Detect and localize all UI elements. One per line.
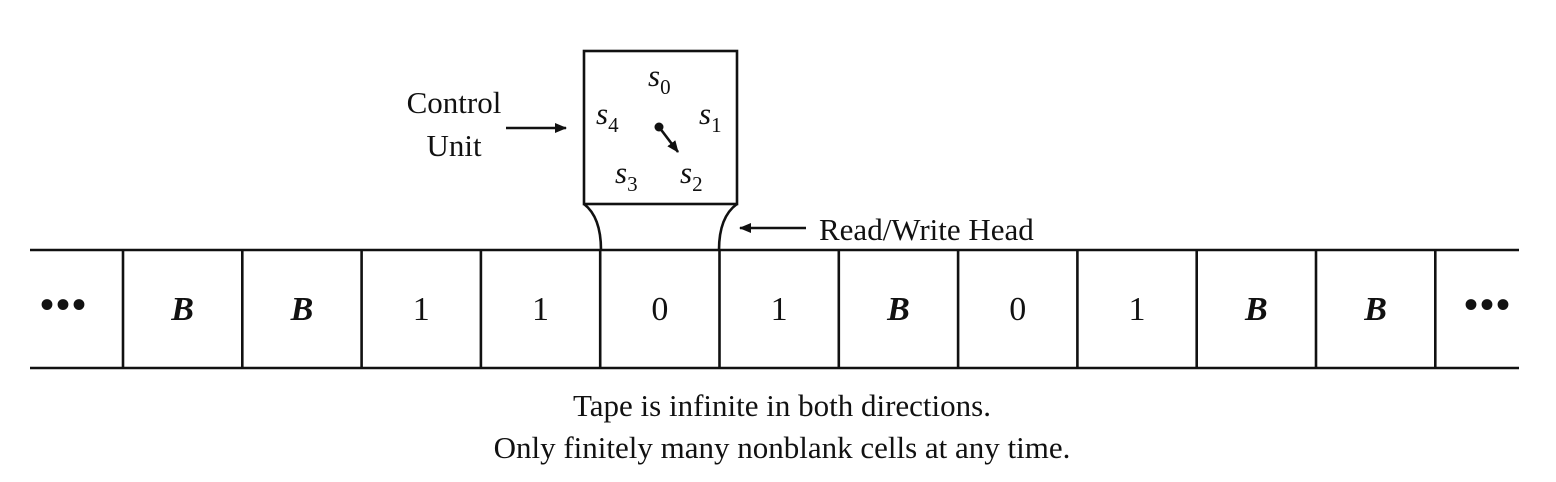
tape-cell: 1: [1129, 291, 1146, 328]
tape-cell: 1: [413, 291, 430, 328]
state-s3: s3: [615, 155, 638, 196]
svg-text:s1: s1: [699, 96, 722, 137]
control-unit-label-line2: Unit: [426, 128, 482, 163]
tape-left-ellipsis: •••: [40, 282, 88, 327]
tape-cell: B: [170, 291, 194, 328]
tape-cell: B: [1363, 291, 1387, 328]
caption-line2: Only finitely many nonblank cells at any…: [494, 430, 1071, 465]
state-s0: s0: [648, 58, 671, 99]
head-label: Read/Write Head: [819, 212, 1034, 247]
tape-cell: 1: [532, 291, 549, 328]
tape-right-ellipsis: •••: [1464, 282, 1512, 327]
control-unit-box: [582, 49, 739, 206]
control-unit-label-line1: Control: [407, 85, 502, 120]
tape-cell: B: [290, 291, 314, 328]
tape-cells: B B 1 1 0 1 B 0 1 B B: [121, 250, 1437, 368]
svg-text:s2: s2: [680, 155, 703, 196]
svg-text:s4: s4: [596, 96, 619, 137]
dial-pointer: [657, 126, 680, 153]
svg-text:s0: s0: [648, 58, 671, 99]
tape-cell: 0: [651, 291, 668, 328]
tape-cell: 1: [771, 291, 788, 328]
tape-cell: 0: [1009, 291, 1026, 328]
state-s2: s2: [680, 155, 703, 196]
tape-cell: B: [886, 291, 910, 328]
state-s1: s1: [699, 96, 722, 137]
caption-line1: Tape is infinite in both directions.: [573, 388, 991, 423]
read-write-head: [583, 202, 738, 251]
state-s4: s4: [596, 96, 619, 137]
tape-cell: B: [1244, 291, 1268, 328]
svg-text:s3: s3: [615, 155, 638, 196]
